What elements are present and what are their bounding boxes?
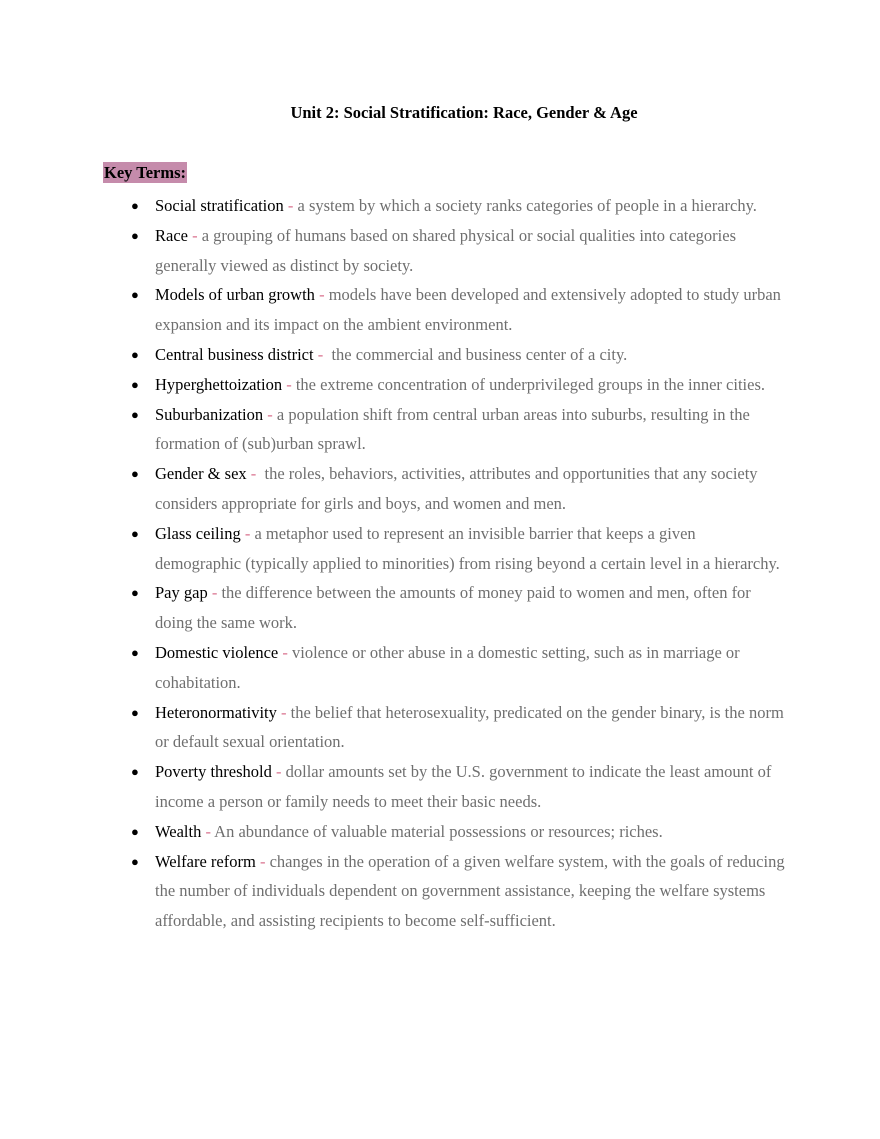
term-definition: changes in the operation of a given welf… [155, 851, 785, 931]
term-name: Welfare reform [155, 851, 256, 871]
term-name: Pay gap [155, 583, 208, 603]
bullet-icon: ● [131, 287, 139, 303]
list-item: ● Gender & sex - the roles, behaviors, ac… [131, 459, 785, 519]
list-item: ● Race - a grouping of humans based on sh… [131, 221, 785, 281]
term-definition: a system by which a society ranks catego… [297, 196, 757, 215]
term-separator: - [282, 374, 296, 394]
term-name: Central business district [155, 344, 314, 364]
bullet-icon: ● [131, 704, 139, 720]
list-item: ● Domestic violence - violence or other a… [131, 638, 785, 698]
bullet-icon: ● [131, 376, 139, 392]
list-item: ● Pay gap - the difference between the am… [131, 578, 785, 638]
bullet-icon: ● [131, 525, 139, 541]
bullet-icon: ● [131, 644, 139, 660]
term-definition: the belief that heterosexuality, predica… [155, 702, 784, 752]
term-definition: dollar amounts set by the U.S. governmen… [155, 762, 772, 811]
term-definition: a metaphor used to represent an invisibl… [155, 523, 780, 573]
page-title: Unit 2: Social Stratification: Race, Gen… [290, 103, 638, 122]
term-separator: - [314, 285, 329, 305]
key-terms-list: ● Social stratification - a system by whi… [131, 191, 785, 936]
bullet-icon: ● [131, 585, 139, 601]
term-separator: - [283, 196, 298, 215]
term-definition: the extreme concentration of underprivil… [295, 374, 765, 394]
list-item: ● Poverty threshold - dollar amounts set … [131, 757, 785, 817]
list-item: ● Models of urban growth - models have be… [131, 280, 785, 340]
bullet-icon: ● [131, 823, 139, 839]
term-name: Models of urban growth [155, 285, 315, 305]
term-separator: - [313, 344, 332, 364]
term-name: Gender & sex [155, 464, 247, 484]
term-separator: - [276, 702, 291, 722]
term-definition: a grouping of humans based on shared phy… [155, 225, 737, 275]
list-item: ● Glass ceiling - a metaphor used to repr… [131, 519, 785, 579]
bullet-icon: ● [131, 198, 139, 213]
term-name: Suburbanization [155, 404, 264, 424]
term-separator: - [255, 851, 270, 871]
term-name: Heteronormativity [155, 702, 277, 722]
bullet-icon: ● [131, 346, 139, 362]
term-definition: An abundance of valuable material posses… [214, 821, 663, 841]
list-item: ● Welfare reform - changes in the operati… [131, 847, 785, 936]
list-item: ● Hyperghettoization - the extreme concen… [131, 370, 785, 400]
bullet-icon: ● [131, 227, 139, 243]
list-item: ● Social stratification - a system by whi… [131, 191, 785, 221]
list-item: ● Suburbanization - a population shift fr… [131, 400, 785, 460]
list-item: ● Central business district - the commerc… [131, 340, 785, 370]
term-definition: the roles, behaviors, activities, attrib… [155, 464, 758, 513]
bullet-icon: ● [131, 853, 139, 869]
term-name: Glass ceiling [155, 523, 241, 543]
term-definition: violence or other abuse in a domestic se… [155, 642, 740, 692]
bullet-icon: ● [131, 764, 139, 780]
bullet-icon: ● [131, 406, 139, 422]
term-name: Social stratification [155, 196, 284, 215]
term-definition: models have been developed and extensive… [155, 285, 781, 335]
term-separator: - [207, 583, 222, 603]
list-item: ● Wealth - An abundance of valuable mater… [131, 817, 785, 847]
list-item: ● Heteronormativity - the belief that het… [131, 698, 785, 758]
term-name: Domestic violence [155, 642, 279, 662]
term-separator: - [278, 642, 293, 662]
key-terms-heading: Key Terms: [103, 162, 188, 183]
term-separator: - [271, 762, 286, 782]
term-definition: the commercial and business center of a … [331, 344, 628, 364]
term-separator: - [201, 821, 215, 841]
term-definition: the difference between the amounts of mo… [155, 583, 751, 633]
term-separator: - [246, 464, 265, 484]
term-separator: - [263, 404, 277, 424]
term-name: Wealth [155, 821, 202, 841]
term-name: Hyperghettoization [155, 374, 283, 394]
term-definition: a population shift from central urban ar… [155, 404, 750, 454]
term-separator: - [187, 225, 202, 245]
bullet-icon: ● [131, 466, 139, 482]
term-name: Poverty threshold [155, 762, 272, 782]
term-separator: - [240, 523, 255, 543]
term-name: Race [155, 225, 188, 245]
